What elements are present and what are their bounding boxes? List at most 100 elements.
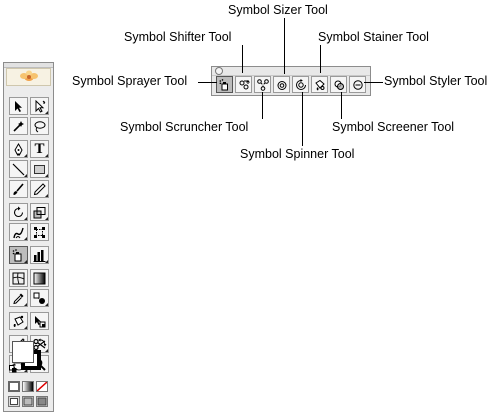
- symbol-sprayer-icon: [12, 248, 22, 261]
- symbol-shifter-button[interactable]: [235, 76, 252, 93]
- paintbrush-icon: [13, 182, 24, 195]
- mesh-tool[interactable]: [9, 269, 28, 287]
- free-transform-tool[interactable]: [30, 223, 49, 241]
- leader-line-screener: [341, 92, 342, 119]
- symbol-scruncher-icon: [256, 78, 269, 91]
- panel-grip[interactable]: [4, 63, 53, 68]
- live-paint-selection-icon: [35, 315, 46, 327]
- direct-selection-tool[interactable]: [30, 97, 49, 115]
- warp-icon: [13, 227, 24, 238]
- live-paint-bucket-icon: [13, 315, 24, 327]
- fill-swatch[interactable]: [12, 341, 34, 363]
- panel-title-bar[interactable]: [212, 67, 370, 76]
- blend-tool[interactable]: [30, 289, 49, 307]
- swap-fill-stroke-icon[interactable]: [38, 338, 47, 347]
- line-segment-icon: [12, 163, 25, 175]
- blend-icon: [33, 292, 45, 304]
- callout-symbol-shifter: Symbol Shifter Tool: [124, 30, 232, 44]
- symbol-spinner-button[interactable]: [292, 76, 309, 93]
- column-graph-icon: [33, 249, 46, 262]
- symbol-sprayer-icon: [219, 78, 228, 90]
- direct-selection-icon: [35, 99, 46, 113]
- pen-icon: [14, 142, 23, 155]
- gradient-tool[interactable]: [30, 269, 49, 287]
- leader-line-sizer: [284, 18, 285, 74]
- selection-tool[interactable]: [9, 97, 28, 115]
- full-screen-menu-icon: [23, 397, 33, 406]
- magic-wand-icon: [13, 120, 24, 132]
- symbol-scruncher-button[interactable]: [254, 76, 271, 93]
- lasso-icon: [34, 120, 46, 132]
- symbol-stainer-icon: [314, 79, 325, 90]
- pencil-icon: [33, 182, 46, 195]
- callout-symbol-styler: Symbol Styler Tool: [384, 74, 488, 88]
- leader-line-stainer: [320, 45, 321, 73]
- warp-tool[interactable]: [9, 223, 28, 241]
- type-tool[interactable]: T: [30, 140, 49, 158]
- type-icon: T: [34, 140, 45, 157]
- toolbox-header[interactable]: [6, 68, 51, 86]
- magic-wand-tool[interactable]: [9, 117, 28, 135]
- gradient-button[interactable]: [22, 381, 34, 392]
- none-icon: [37, 382, 47, 391]
- symbol-sprayer-tool[interactable]: [9, 246, 28, 264]
- lasso-tool[interactable]: [30, 117, 49, 135]
- symbol-screener-icon: [334, 80, 344, 90]
- line-segment-tool[interactable]: [9, 160, 28, 178]
- leader-line-styler: [364, 82, 383, 83]
- symbol-screener-button[interactable]: [330, 76, 347, 93]
- live-paint-bucket-tool[interactable]: [9, 312, 28, 330]
- symbol-sizer-button[interactable]: [273, 76, 290, 93]
- rotate-tool[interactable]: [9, 203, 28, 221]
- pen-tool[interactable]: [9, 140, 28, 158]
- live-paint-selection-tool[interactable]: [30, 312, 49, 330]
- symbol-styler-icon: [352, 79, 363, 90]
- symbol-stainer-button[interactable]: [311, 76, 328, 93]
- leader-line-scruncher: [262, 92, 263, 119]
- callout-symbol-sizer: Symbol Sizer Tool: [228, 3, 328, 17]
- standard-screen-mode-button[interactable]: [8, 396, 20, 407]
- scale-icon: [33, 206, 46, 218]
- mesh-icon: [12, 272, 25, 284]
- scale-tool[interactable]: [30, 203, 49, 221]
- gradient-icon: [33, 272, 46, 284]
- paintbrush-tool[interactable]: [9, 180, 28, 198]
- column-graph-tool[interactable]: [30, 246, 49, 264]
- fill-stroke-area: [9, 338, 49, 380]
- color-button[interactable]: [8, 381, 20, 392]
- symbol-sizer-icon: [277, 80, 286, 90]
- symbolism-tools-panel: [211, 66, 371, 96]
- color-mode-icon: [10, 383, 18, 390]
- leader-line-spinner: [302, 92, 303, 146]
- gradient-mode-icon: [23, 382, 33, 391]
- tools-panel: T: [3, 62, 54, 412]
- flower-logo-icon: [19, 70, 38, 81]
- eyedropper-icon: [13, 293, 24, 304]
- eyedropper-tool[interactable]: [9, 289, 28, 307]
- default-colors-icon[interactable]: [9, 365, 17, 373]
- rotate-icon: [13, 206, 24, 217]
- callout-symbol-spinner: Symbol Spinner Tool: [240, 147, 355, 161]
- selection-arrow-icon: [15, 100, 22, 112]
- tool-grid: T: [9, 97, 49, 378]
- symbol-styler-button[interactable]: [349, 76, 366, 93]
- free-transform-icon: [34, 226, 45, 238]
- rectangle-tool[interactable]: [30, 160, 49, 178]
- callout-symbol-stainer: Symbol Stainer Tool: [318, 30, 429, 44]
- symbol-shifter-icon: [239, 79, 250, 89]
- none-button[interactable]: [36, 381, 48, 392]
- full-screen-menu-mode-button[interactable]: [22, 396, 34, 407]
- rectangle-icon: [34, 164, 45, 174]
- color-mode-row: [8, 381, 48, 392]
- standard-screen-icon: [10, 398, 18, 405]
- full-screen-mode-button[interactable]: [36, 396, 48, 407]
- symbol-spinner-icon: [295, 78, 306, 90]
- screen-mode-row: [8, 396, 48, 407]
- leader-line-sprayer: [198, 82, 217, 83]
- pencil-tool[interactable]: [30, 180, 49, 198]
- callout-symbol-scruncher: Symbol Scruncher Tool: [120, 120, 249, 134]
- callout-symbol-sprayer: Symbol Sprayer Tool: [72, 74, 188, 88]
- close-icon[interactable]: [215, 67, 223, 75]
- full-screen-icon: [37, 397, 47, 406]
- symbol-sprayer-button[interactable]: [216, 76, 233, 93]
